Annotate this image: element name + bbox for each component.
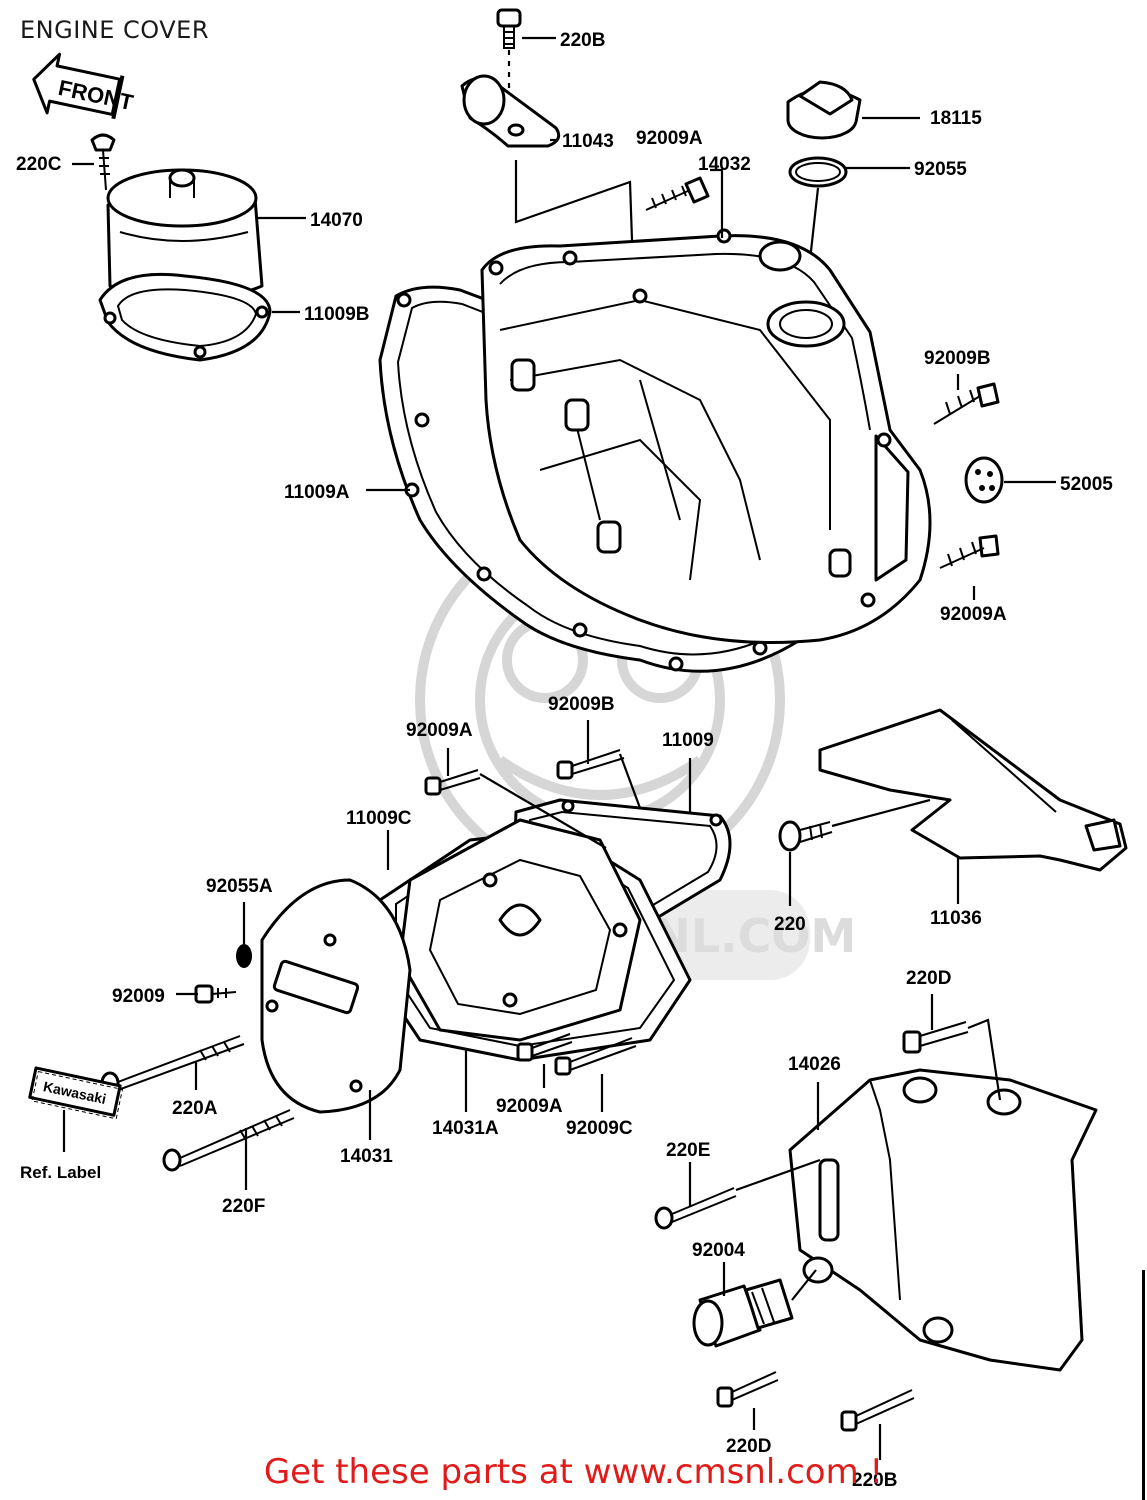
callout-220: 220 <box>774 914 806 935</box>
bolt-92009A-mid <box>424 769 481 796</box>
oil-filler-cap-18115 <box>786 80 862 140</box>
callout-11036: 11036 <box>930 908 982 929</box>
leader-lines <box>72 36 1056 1460</box>
bolt-92009B-right <box>933 382 1000 425</box>
bolt-220A <box>100 1035 245 1095</box>
callout-92055: 92055 <box>914 159 967 180</box>
callout-14032: 14032 <box>698 154 751 175</box>
page-title: ENGINE COVER <box>20 16 210 44</box>
bolt-220F <box>162 1109 295 1172</box>
bolt-220D-top <box>902 1021 969 1054</box>
callout-92009A-top: 92009A <box>636 128 703 149</box>
callout-220E: 220E <box>666 1140 710 1161</box>
callout-11043: 11043 <box>562 131 614 152</box>
front-direction-sign: FRONT <box>32 52 136 120</box>
callout-92009: 92009 <box>112 986 165 1007</box>
callout-220C: 220C <box>16 154 62 175</box>
plug-52005 <box>964 456 1004 504</box>
callout-220D-top: 220D <box>906 968 951 989</box>
bolt-220D-bottom <box>716 1371 779 1408</box>
callout-52005: 52005 <box>1060 474 1113 495</box>
screw-220C <box>90 133 116 191</box>
ref-label-caption: Ref. Label <box>20 1163 101 1182</box>
callout-220B-bottom: 220B <box>852 1470 897 1491</box>
bolt-92009A-lower <box>516 1033 573 1062</box>
cover-14070 <box>106 168 264 304</box>
bolt-92009B-mid <box>556 749 625 780</box>
screw-220 <box>778 820 833 852</box>
callout-92009B-mid: 92009B <box>548 694 615 715</box>
callout-11009B: 11009B <box>304 304 370 325</box>
ref-label-tag: Kawasaki <box>28 1066 124 1120</box>
bolt-92009 <box>194 984 237 1004</box>
cover-14031A <box>398 818 642 1042</box>
callout-14031: 14031 <box>340 1146 393 1167</box>
callout-11009: 11009 <box>662 730 714 751</box>
guard-11036 <box>818 708 1128 872</box>
callout-220B: 220B <box>560 30 605 51</box>
seal-92055A <box>236 944 252 968</box>
callout-92009A-lower: 92009A <box>496 1096 563 1117</box>
callout-18115: 18115 <box>930 108 982 129</box>
o-ring-92055 <box>788 156 848 188</box>
edge-rule <box>1142 1270 1145 1500</box>
gasket-11009B <box>98 272 272 362</box>
callout-92009A-right: 92009A <box>940 604 1007 625</box>
clamp-11043 <box>460 74 561 148</box>
callout-92009C: 92009C <box>566 1118 633 1139</box>
callout-labels: 220B 11043 92009A 14032 18115 92055 220C… <box>16 30 1113 1491</box>
callout-92009B-right: 92009B <box>924 348 991 369</box>
callout-92055A: 92055A <box>206 876 273 897</box>
callout-11009C: 11009C <box>346 808 412 829</box>
callout-92009A-mid: 92009A <box>406 720 473 741</box>
bolt-220B-bottom <box>840 1389 915 1432</box>
callout-220A: 220A <box>172 1098 218 1119</box>
switch-92004 <box>692 1278 794 1348</box>
footer-banner[interactable]: Get these parts at www.cmsnl.com ! <box>263 1452 884 1492</box>
callout-14031A: 14031A <box>432 1118 499 1139</box>
crankcase-cover-14032 <box>480 228 932 644</box>
callout-220D-bottom: 220D <box>726 1436 771 1457</box>
cover-14031 <box>260 878 412 1114</box>
sprocket-cover-14026 <box>788 1068 1098 1372</box>
callout-92004: 92004 <box>692 1240 745 1261</box>
callout-220F: 220F <box>222 1196 265 1217</box>
bolt-92009A-right <box>939 534 1000 569</box>
callout-14026: 14026 <box>788 1054 841 1075</box>
bolt-92009C <box>554 1037 637 1076</box>
callout-14070: 14070 <box>310 210 363 231</box>
bolt-220E <box>654 1187 737 1230</box>
callout-11009A: 11009A <box>284 482 350 503</box>
bolt-92009A-top <box>645 176 710 211</box>
